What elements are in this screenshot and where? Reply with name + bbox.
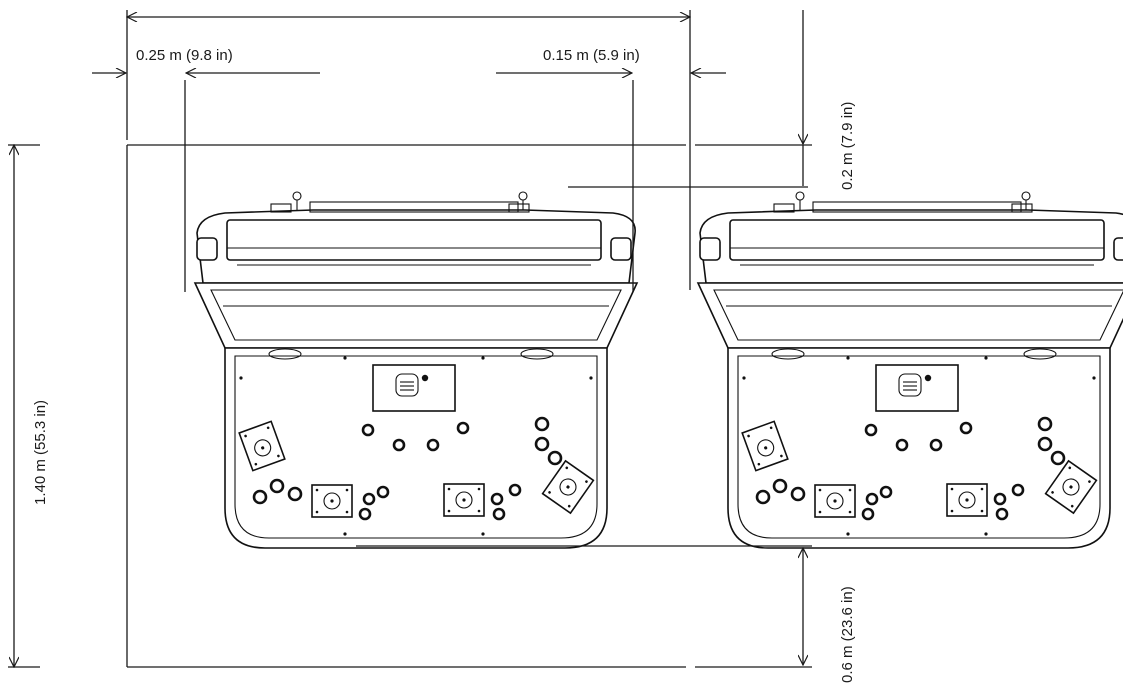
bottom-clearance-label: 0.6 m (23.6 in) <box>839 586 856 683</box>
arcade-cabinet-right <box>696 190 1123 550</box>
left-clearance-dimension: 0.25 m (9.8 in) <box>92 47 320 292</box>
depth-label: 1.40 m (55.3 in) <box>32 400 49 505</box>
top-clearance-label: 0.2 m (7.9 in) <box>839 102 856 190</box>
left-clearance-label: 0.25 m (9.8 in) <box>136 47 233 64</box>
bottom-clearance-dimension: 0.6 m (23.6 in) <box>356 545 856 683</box>
right-clearance-label: 0.15 m (5.9 in) <box>543 47 640 64</box>
arcade-cabinet-left <box>193 190 639 550</box>
installation-area-boundary <box>126 144 812 668</box>
right-clearance-dimension: 0.15 m (5.9 in) <box>496 47 726 292</box>
top-clearance-dimension: 0.2 m (7.9 in) <box>568 10 856 190</box>
depth-dimension: 1.40 m (55.3 in) <box>8 145 49 667</box>
